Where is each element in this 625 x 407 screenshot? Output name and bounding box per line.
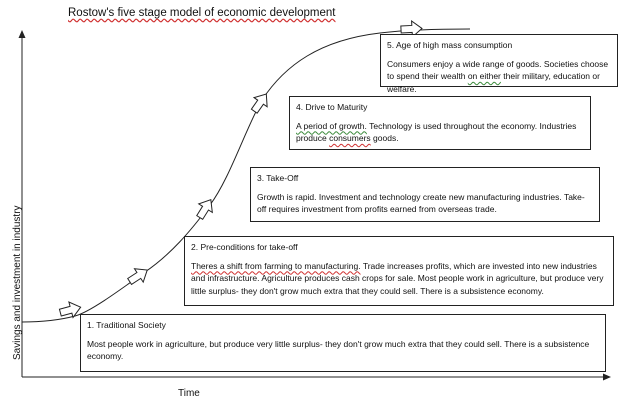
- stage-description: A period of growth. Technology is used t…: [296, 120, 584, 145]
- stage-box-traditional-society: 1. Traditional Society Most people work …: [80, 314, 606, 372]
- stage-description-marked-2: consumers: [329, 133, 371, 143]
- stage-description-text: Consumers enjoy a wide range of goods. S…: [387, 58, 609, 82]
- stage-heading: 2. Pre-conditions for take-off: [191, 242, 298, 252]
- stage-description-marked: A period of growth.: [296, 120, 367, 131]
- stage-description-text: Trade increases profits, which are inves…: [191, 260, 604, 296]
- x-axis-arrowhead: [603, 373, 611, 381]
- stage-heading: 4. Drive to Maturity: [296, 102, 368, 112]
- stage-heading: 5. Age of high mass consumption: [387, 40, 513, 50]
- stage-description: Most people work in agriculture, but pro…: [87, 338, 590, 362]
- stage-box-drive-to-maturity: 4. Drive to Maturity A period of growth.…: [289, 96, 591, 150]
- stage-heading: 3. Take-Off: [257, 173, 299, 183]
- y-axis-arrowhead: [18, 30, 26, 38]
- stage-description-marked: on either: [467, 71, 501, 81]
- stage-description-text-b: goods.: [370, 133, 399, 143]
- stage-arrow-3: [196, 198, 213, 221]
- stage-box-take-off: 3. Take-Off Growth is rapid. Investment …: [250, 167, 600, 222]
- stage-arrow-4: [250, 93, 268, 114]
- stage-heading: 1. Traditional Society: [87, 320, 166, 330]
- stage-description: Consumers enjoy a wide range of goods. S…: [387, 58, 611, 96]
- stage-box-preconditions: 2. Pre-conditions for take-off Theres a …: [184, 236, 614, 306]
- stage-arrow-2: [127, 268, 148, 286]
- stage-description-text: Technology is used throughout the econom…: [296, 120, 577, 144]
- stage-description: Growth is rapid. Investment and technolo…: [257, 191, 585, 215]
- x-axis-label: Time: [178, 388, 200, 399]
- growth-curve: [21, 28, 471, 323]
- stage-description: Theres a shift from farming to manufactu…: [191, 260, 607, 298]
- y-axis-label: Savings and investment in industry: [12, 205, 23, 360]
- stage-arrow-1: [58, 301, 82, 319]
- stage-arrow-5: [400, 19, 423, 39]
- stage-box-high-mass-consumption: 5. Age of high mass consumption Consumer…: [380, 34, 618, 94]
- diagram-title: Rostow's five stage model of economic de…: [68, 7, 336, 19]
- stage-description-marked: Theres a shift from farming to manufactu…: [191, 260, 361, 271]
- stage-description-text-b: their military, education or welfare.: [387, 71, 600, 94]
